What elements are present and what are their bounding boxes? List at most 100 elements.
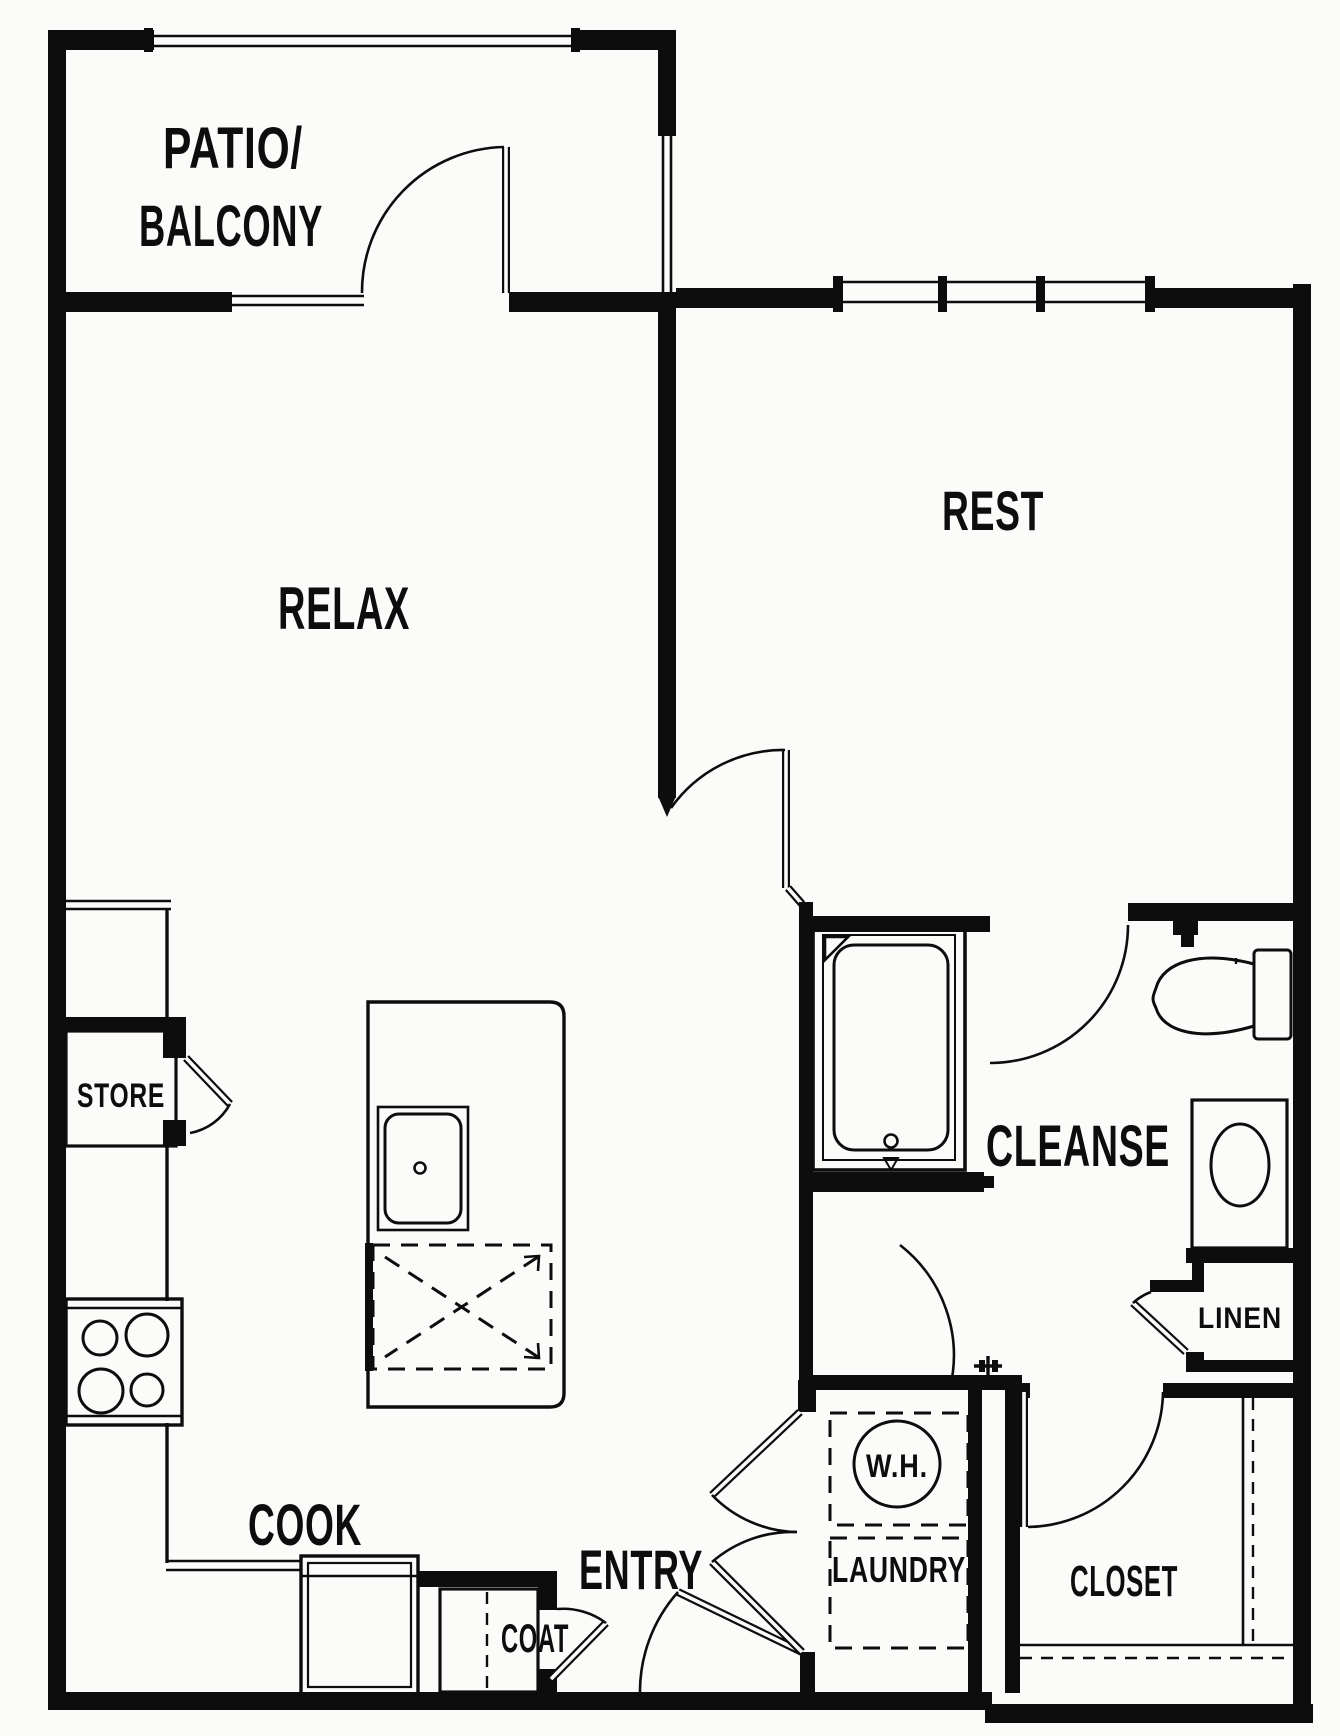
vanity-basin bbox=[1209, 1122, 1271, 1208]
store-jamb-bottom bbox=[163, 1120, 186, 1146]
rest-door bbox=[669, 748, 806, 907]
laundry-door-arc-top bbox=[711, 1494, 798, 1534]
laundry-door-arc-bottom bbox=[711, 1530, 798, 1563]
balcony-railing bbox=[144, 28, 580, 52]
laundry-valve bbox=[974, 1356, 1002, 1375]
bathtub bbox=[811, 923, 967, 1172]
entry-door bbox=[638, 1588, 804, 1708]
wall-chamfer-tip bbox=[658, 796, 676, 817]
wall-relax-top-left bbox=[48, 292, 232, 312]
dash-arrow-tr bbox=[523, 1254, 541, 1272]
kitchen-island bbox=[365, 1000, 566, 1409]
vanity-sink bbox=[1190, 1098, 1289, 1258]
laundry-jamb-top bbox=[798, 1380, 816, 1412]
label-cleanse: CLEANSE bbox=[986, 1114, 1170, 1179]
wall-bath-top-right bbox=[1128, 903, 1293, 921]
wall-linen-top bbox=[1186, 1248, 1293, 1263]
label-rest: REST bbox=[942, 479, 1044, 542]
store-jamb-top bbox=[163, 1031, 186, 1058]
label-water-heater: W.H. bbox=[866, 1448, 928, 1484]
window-mullion-1 bbox=[938, 276, 947, 312]
linen-door bbox=[1130, 1290, 1189, 1355]
patio-door-threshold bbox=[230, 294, 364, 307]
label-store: STORE bbox=[77, 1077, 165, 1115]
label-linen: LINEN bbox=[1198, 1302, 1282, 1335]
label-relax: RELAX bbox=[278, 575, 410, 642]
wall-store-top bbox=[48, 1017, 186, 1031]
toilet-bowl bbox=[1151, 956, 1256, 1036]
linen-door-swing-arc bbox=[1132, 1290, 1152, 1304]
linen-closet bbox=[1130, 1248, 1293, 1372]
window-mullion-2 bbox=[1036, 276, 1045, 312]
coat-door bbox=[548, 1607, 609, 1682]
range-stove bbox=[64, 1297, 184, 1427]
triple-window bbox=[833, 276, 1155, 312]
door-bumper-tip bbox=[1181, 935, 1194, 947]
label-coat: COAT bbox=[501, 1617, 569, 1661]
kitchen-counters bbox=[66, 899, 301, 1572]
wall-closet-left bbox=[1005, 1383, 1020, 1693]
wall-closet-top bbox=[1163, 1383, 1303, 1398]
wall-relax-top-right bbox=[509, 292, 676, 312]
wall-nub bbox=[984, 1176, 994, 1188]
label-cook: COOK bbox=[248, 1493, 362, 1558]
label-entry: ENTRY bbox=[579, 1538, 703, 1601]
toilet-tank bbox=[1252, 948, 1293, 1041]
bathroom-door-swing-arc bbox=[989, 924, 1130, 1065]
wall-rest-top-left bbox=[676, 288, 842, 308]
wall-left bbox=[48, 30, 66, 1710]
coat-door-swing-arc bbox=[556, 1607, 607, 1625]
coat-closet bbox=[418, 1571, 609, 1694]
room-labels: PATIO/ BALCONY RELAX REST STORE COOK CLE… bbox=[77, 116, 1282, 1661]
island-sink bbox=[376, 1105, 470, 1232]
water-heater-box bbox=[828, 1411, 970, 1527]
closet-rod-shelf bbox=[1020, 1398, 1293, 1660]
patio-door-swing-arc bbox=[360, 145, 505, 294]
entry-door-swing-arc bbox=[638, 1591, 679, 1696]
burner-4 bbox=[129, 1372, 165, 1408]
tub-overflow-mark bbox=[882, 1157, 900, 1172]
laundry-jamb-bottom bbox=[800, 1652, 815, 1697]
laundry-room bbox=[709, 1356, 1022, 1697]
water-heater-circle bbox=[852, 1419, 942, 1509]
rest-door-swing-arc bbox=[669, 748, 786, 809]
wall-linen-bottom bbox=[1198, 1360, 1293, 1372]
hall-door-swing-arc bbox=[899, 1243, 956, 1389]
laundry-machine-box bbox=[828, 1536, 970, 1650]
coat-interior bbox=[438, 1587, 540, 1694]
refrigerator bbox=[299, 1554, 420, 1696]
wall-hall-west bbox=[799, 902, 813, 1412]
outer-walls bbox=[48, 28, 1313, 1723]
relax-rest-divider bbox=[658, 292, 676, 817]
bathroom-door bbox=[989, 924, 1130, 1065]
wall-rest-top-right bbox=[1146, 288, 1311, 308]
store-closet bbox=[48, 1017, 233, 1148]
store-interior bbox=[64, 1029, 178, 1148]
bedroom-closet bbox=[1005, 1383, 1303, 1693]
label-closet: CLOSET bbox=[1070, 1557, 1178, 1606]
wall-patio-top-right bbox=[571, 30, 676, 50]
wall-laundry-right bbox=[968, 1390, 982, 1693]
closet-door-swing-arc bbox=[1027, 1391, 1165, 1529]
store-door-swing-arc bbox=[189, 1103, 232, 1135]
wall-linen-jamb-top bbox=[1150, 1280, 1204, 1292]
wall-bottom-right bbox=[985, 1704, 1313, 1723]
tub-faucet-corner bbox=[823, 935, 852, 964]
wall-bottom-left bbox=[48, 1692, 992, 1710]
wall-bath-bottom bbox=[802, 1172, 984, 1192]
closet-door bbox=[1020, 1391, 1165, 1529]
dash-arrow-br bbox=[523, 1342, 541, 1360]
tub-drain bbox=[883, 1133, 899, 1149]
door-bumper bbox=[1173, 921, 1198, 935]
laundry-doors bbox=[709, 1409, 805, 1655]
sink-drain bbox=[413, 1161, 427, 1175]
toilet bbox=[1151, 948, 1293, 1041]
vanity-counter bbox=[1190, 1098, 1289, 1250]
patio-door bbox=[360, 145, 510, 294]
wall-laundry-top bbox=[813, 1375, 1022, 1390]
label-laundry: LAUNDRY bbox=[832, 1549, 966, 1590]
label-patio-line1: PATIO/ bbox=[163, 116, 303, 181]
store-door bbox=[183, 1055, 233, 1135]
